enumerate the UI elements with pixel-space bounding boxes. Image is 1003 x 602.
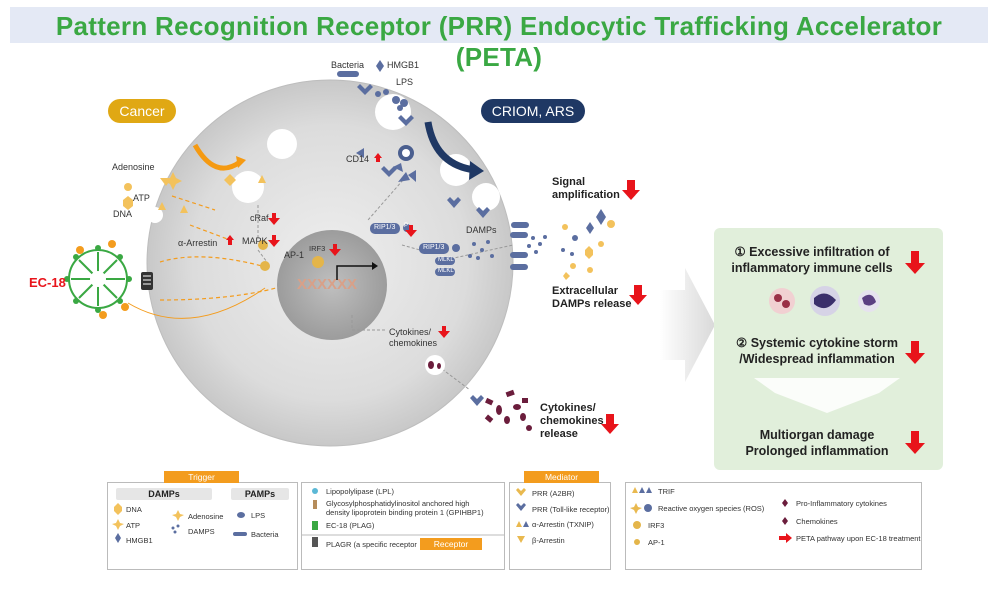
legend-barrestin: β-Arrestin — [532, 536, 565, 545]
legend-trigger: DAMPs PAMPs DNA ATP HMGB1 Adenosine DAMP… — [107, 482, 298, 570]
legend-other-icons — [630, 487, 792, 545]
legend-damps-head: DAMPs — [116, 488, 212, 500]
legend-bacteria: Bacteria — [251, 530, 279, 539]
mlkl-label: MLKL — [438, 257, 454, 263]
plagr-receptor — [141, 272, 153, 290]
legend-receptor-header: Receptor — [420, 538, 482, 550]
legend-trif: TRIF — [658, 487, 675, 496]
legend-pro-inflammatory: Pro-Inflammatory cytokines — [796, 499, 887, 508]
legend-hmgb1: HMGB1 — [126, 536, 153, 545]
outcome-cytokine-storm: ② Systemic cytokine storm /Widespread in… — [736, 336, 898, 366]
legend-chemokines: Chemokines — [796, 517, 838, 526]
ec18-micelle — [64, 245, 132, 313]
signal-amplification-label: Signal amplification — [552, 176, 620, 201]
irf3-label: IRF3 — [309, 244, 326, 253]
title-bar: Pattern Recognition Receptor (PRR) Endoc… — [10, 7, 988, 72]
rip13-label: RIP1/3 — [374, 224, 396, 231]
legend-a2br: PRR (A2BR) — [532, 489, 575, 498]
legend-receptor-icons — [302, 488, 504, 547]
legend-ap1: AP-1 — [648, 538, 665, 547]
outcome-panel: ① Excessive infiltration of inflammatory… — [714, 228, 943, 470]
legend-lps: LPS — [251, 511, 266, 520]
legend-peta: PETA pathway upon EC-18 treatment — [796, 534, 921, 543]
flow-arrow — [660, 268, 715, 382]
endosome — [232, 171, 264, 203]
cancer-label: Cancer — [108, 99, 176, 123]
legend-gpihbp1: Glycosylphosphatidylinositol anchored hi… — [326, 499, 484, 517]
cytokines-inner-label: Cytokines/ chemokines — [389, 327, 438, 348]
outcome-multiorgan: Multiorgan damage Prolonged inflammation — [745, 428, 889, 458]
damps-label: DAMPs — [466, 225, 497, 235]
legend-tlr: PRR (Toll-like receptor) — [532, 505, 610, 514]
rip13b-label: RIP1/3 — [423, 244, 445, 251]
page-title: Pattern Recognition Receptor (PRR) Endoc… — [55, 11, 943, 72]
legend-dna: DNA — [126, 505, 142, 514]
hmgb1-label: HMGB1 — [387, 60, 420, 70]
dna-strand: XXXXXX — [297, 276, 357, 293]
endosome — [147, 207, 163, 223]
ec18-label: EC-18 — [29, 275, 66, 290]
cancer-arrow — [192, 143, 242, 171]
mapk-label: MAPK — [242, 236, 268, 246]
legend-pamps-head: PAMPs — [231, 488, 289, 500]
legend-irf3: IRF3 — [648, 521, 665, 530]
extracellular-damps-label: Extracellular DAMPs release — [552, 285, 632, 310]
mlkl-label: MLKL — [438, 268, 454, 274]
legend-trigger-icons — [112, 503, 247, 543]
legend-damps: DAMPS — [188, 527, 215, 536]
bacteria-label: Bacteria — [331, 60, 365, 70]
legend-plagr: PLAGR (a specific receptor — [326, 540, 417, 549]
legend-ros: Reactive oxygen species (ROS) — [658, 504, 765, 513]
peta-arrows — [226, 153, 647, 434]
legend-ec18: EC-18 (PLAG) — [326, 521, 375, 530]
criom-arrow — [424, 121, 476, 174]
lps-label: LPS — [396, 77, 414, 87]
craf-label: cRaf — [250, 213, 269, 223]
immune-cell-icon — [769, 288, 795, 314]
cd14-label: CD14 — [346, 154, 370, 164]
dna-label: DNA — [113, 209, 133, 219]
legend-txnip: α-Arrestin (TXNIP) — [532, 520, 594, 529]
legend-trigger-header: Trigger — [164, 471, 239, 483]
alpha-arrestin-label: α-Arrestin — [178, 238, 218, 248]
outcome-infiltration: ① Excessive infiltration of inflammatory… — [731, 245, 893, 275]
transcription-arrow — [336, 265, 372, 280]
legend-mediator-header: Mediator — [524, 471, 599, 483]
endosome — [472, 183, 500, 211]
legend-other: TRIF Reactive oxygen species (ROS) IRF3 … — [625, 482, 922, 570]
nucleus — [277, 230, 387, 340]
legend-adenosine: Adenosine — [188, 512, 224, 521]
cytokines-release-label: Cytokines/ chemokines release — [540, 402, 604, 440]
transcription-arrow-head — [372, 262, 378, 270]
legend-receptor: Lipopolylipase (LPL) Glycosylphosphatidy… — [301, 482, 505, 570]
legend-atp: ATP — [126, 521, 141, 530]
endosome — [267, 129, 297, 159]
legend-lpl: Lipopolylipase (LPL) — [326, 487, 394, 496]
legend-mediator-icons — [516, 488, 529, 543]
ap1-label: AP-1 — [284, 250, 305, 260]
criom-label: CRIOM, ARS — [481, 99, 585, 123]
phospho-label: P — [404, 223, 409, 229]
legend-mediator: PRR (A2BR) PRR (Toll-like receptor) α-Ar… — [509, 482, 611, 570]
outcome-graphics — [754, 251, 925, 454]
adenosine-label: Adenosine — [112, 162, 155, 172]
atp-label: ATP — [133, 193, 150, 203]
